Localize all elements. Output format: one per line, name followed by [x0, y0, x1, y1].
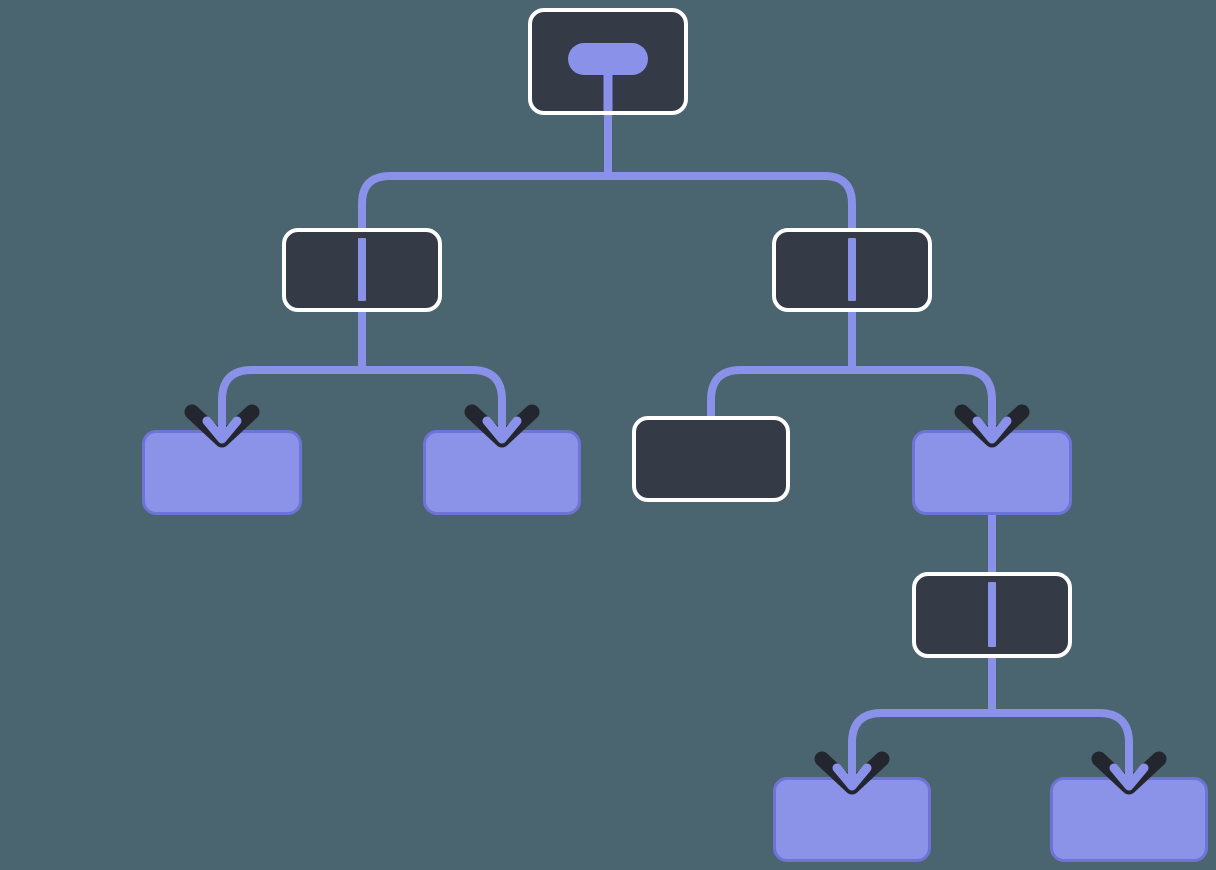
node-leaf-a[interactable] [142, 430, 302, 515]
vertical-line-icon [358, 238, 366, 301]
pill-stem-line [603, 70, 613, 111]
node-junction-bottom[interactable] [912, 572, 1072, 658]
node-junction-right[interactable] [772, 228, 932, 312]
vertical-line-icon [988, 582, 996, 647]
edge-level1-branch [358, 172, 856, 232]
pill-stem-icon [568, 43, 648, 75]
node-plain-dark[interactable] [632, 416, 790, 502]
node-root[interactable] [528, 8, 688, 115]
vertical-line-icon [848, 238, 856, 301]
node-leaf-b[interactable] [423, 430, 581, 515]
edge-level2-right-branch [707, 366, 996, 424]
node-leaf-e[interactable] [1050, 777, 1208, 862]
edge-level2-left-branch [218, 366, 506, 424]
node-c[interactable] [912, 430, 1072, 515]
node-leaf-d[interactable] [773, 777, 931, 862]
edge-level3-branch [848, 709, 1133, 771]
node-junction-left[interactable] [282, 228, 442, 312]
